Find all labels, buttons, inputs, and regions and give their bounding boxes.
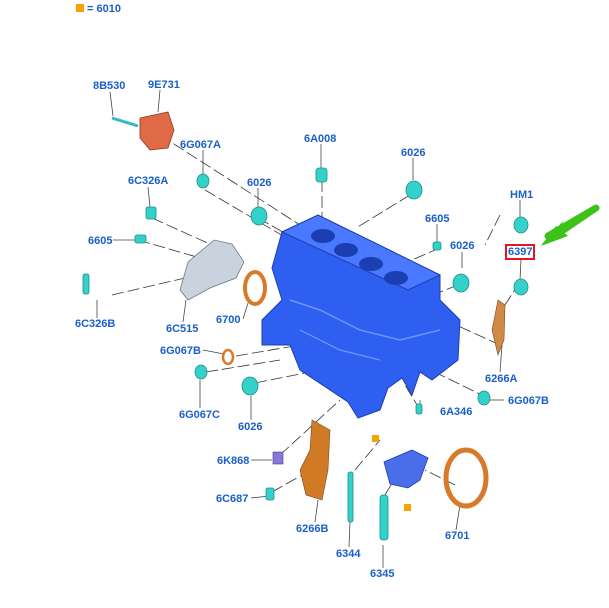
label-6A346[interactable]: 6A346 (440, 406, 473, 418)
label-6A008[interactable]: 6A008 (304, 133, 337, 145)
legend-marker (76, 4, 84, 12)
baffle-right[interactable] (491, 299, 506, 356)
label-6266A[interactable]: 6266A (485, 373, 518, 385)
leader-lines (96, 89, 522, 568)
label-6C515[interactable]: 6C515 (166, 323, 199, 335)
sensor-part[interactable] (272, 451, 284, 465)
label-6G067A[interactable]: 6G067A (180, 139, 221, 151)
legend-text: = 6010 (87, 3, 121, 15)
front-cover[interactable] (179, 239, 245, 301)
label-6C687[interactable]: 6C687 (216, 493, 249, 505)
label-6344[interactable]: 6344 (336, 548, 361, 560)
label-6G067B[interactable]: 6G067B (508, 395, 549, 407)
label-6G067C[interactable]: 6G067C (179, 409, 220, 421)
label-6701[interactable]: 6701 (445, 530, 470, 542)
bearing-brace[interactable] (383, 449, 429, 489)
label-6026[interactable]: 6026 (238, 421, 263, 433)
label-8B530[interactable]: 8B530 (93, 80, 126, 92)
label-6026[interactable]: 6026 (401, 147, 426, 159)
legend: = 6010 (76, 3, 121, 15)
part-6010-markers (372, 435, 411, 511)
label-6605[interactable]: 6605 (88, 235, 113, 247)
label-6345[interactable]: 6345 (370, 568, 395, 580)
label-6700[interactable]: 6700 (216, 314, 241, 326)
label-HM1[interactable]: HM1 (510, 189, 534, 201)
oil-pump[interactable] (111, 111, 175, 151)
pointer-arrow (541, 204, 600, 246)
label-6266B[interactable]: 6266B (296, 523, 329, 535)
label-6G067B[interactable]: 6G067B (160, 345, 201, 357)
label-6C326B[interactable]: 6C326B (75, 318, 116, 330)
label-6397-highlighted[interactable]: 6397 (505, 244, 536, 260)
label-6026[interactable]: 6026 (450, 240, 475, 252)
label-9E731[interactable]: 9E731 (148, 79, 180, 91)
plugs[interactable] (82, 167, 529, 541)
baffle-lower[interactable] (299, 419, 331, 501)
label-6K868[interactable]: 6K868 (217, 455, 250, 467)
cylinder-block[interactable] (261, 214, 461, 419)
seals[interactable] (221, 270, 489, 509)
label-6026[interactable]: 6026 (247, 177, 272, 189)
label-6605[interactable]: 6605 (425, 213, 450, 225)
label-6C326A[interactable]: 6C326A (128, 175, 169, 187)
